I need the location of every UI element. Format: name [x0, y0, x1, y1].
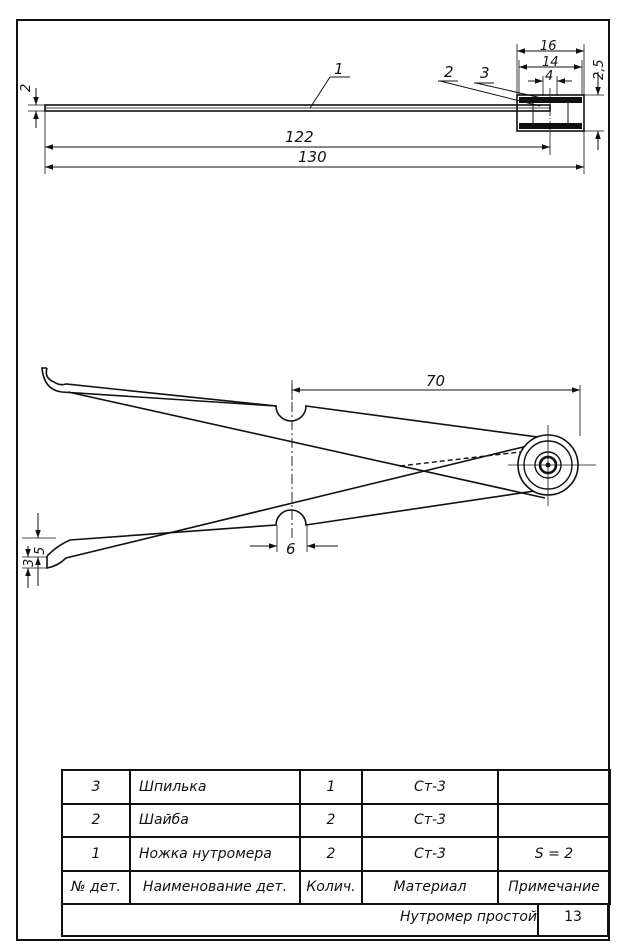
- part-note: S = 2: [497, 836, 611, 872]
- dim-130: 130: [298, 148, 327, 166]
- part-quantity: 1: [299, 769, 363, 805]
- part-label-2: 2: [444, 63, 454, 81]
- header-material: Материал: [361, 869, 499, 905]
- dim-4: 4: [545, 69, 553, 84]
- dim-16: 16: [540, 39, 557, 54]
- part-note: [497, 769, 611, 805]
- part-label-3: 3: [480, 64, 490, 82]
- part-quantity: 2: [299, 836, 363, 872]
- lower-leg: [46, 488, 549, 557]
- table-header-row: № дет. Наименование дет. Колич. Материал…: [61, 869, 611, 905]
- part-number: 3: [61, 769, 131, 805]
- dim-14: 14: [542, 55, 559, 70]
- title-block: 3 Шпилька 1 Ст-3 2 Шайба 2 Ст-3 1 Ножка …: [61, 769, 611, 939]
- dim-6: 6: [286, 540, 296, 558]
- header-part-name: Наименование дет.: [129, 869, 301, 905]
- table-row: 1 Ножка нутромера 2 Ст-3 S = 2: [61, 836, 611, 872]
- dim-3: 3: [22, 559, 37, 567]
- part-name: Шпилька: [129, 769, 301, 805]
- dim-70: 70: [426, 372, 445, 390]
- sheet-number: 13: [564, 909, 582, 925]
- part-name: Ножка нутромера: [129, 836, 301, 872]
- title-separator: [537, 903, 539, 935]
- dim-5: 5: [33, 547, 48, 555]
- upper-leg: [45, 367, 546, 439]
- header-quantity: Колич.: [299, 869, 363, 905]
- dim-122: 122: [285, 128, 314, 146]
- part-material: Ст-3: [361, 836, 499, 872]
- table-row: 3 Шпилька 1 Ст-3: [61, 769, 611, 805]
- part-name: Шайба: [129, 802, 301, 838]
- front-view: 70 6 5 3: [22, 367, 596, 588]
- table-row: 2 Шайба 2 Ст-3: [61, 802, 611, 838]
- header-part-number: № дет.: [61, 869, 131, 905]
- dim-thickness-2: 2: [19, 84, 34, 92]
- header-note: Примечание: [497, 869, 611, 905]
- drawing-title: Нутромер простой: [399, 909, 537, 925]
- part-number: 1: [61, 836, 131, 872]
- parts-list-table: 3 Шпилька 1 Ст-3 2 Шайба 2 Ст-3 1 Ножка …: [61, 769, 611, 905]
- dim-2-5: 2,5: [592, 59, 607, 80]
- top-view: 1 2 3 2 122 130 16 14: [19, 39, 607, 174]
- part-quantity: 2: [299, 802, 363, 838]
- part-number: 2: [61, 802, 131, 838]
- washer-block: [516, 94, 585, 132]
- part-material: Ст-3: [361, 769, 499, 805]
- title-row: Нутромер простой 13: [61, 903, 609, 937]
- part-note: [497, 802, 611, 838]
- part-material: Ст-3: [361, 802, 499, 838]
- drawing-frame: [16, 19, 610, 941]
- part-label-1: 1: [334, 60, 344, 78]
